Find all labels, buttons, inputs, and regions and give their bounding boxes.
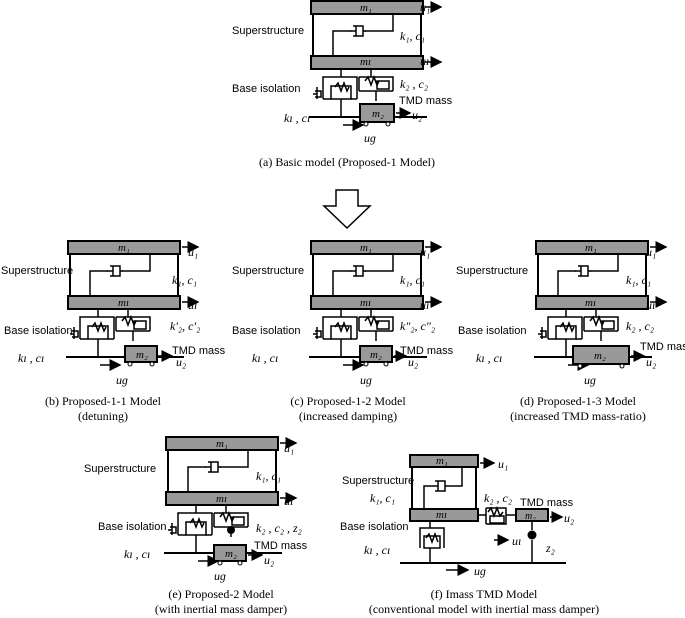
- caption-a: (a) Basic model (Proposed-1 Model): [259, 155, 435, 169]
- svg-text:(c) Proposed-1-2 Model: (c) Proposed-1-2 Model: [290, 394, 406, 408]
- panel-b: m₁ u₁ Superstructure k₁, c₁ mı uı Base i…: [1, 241, 226, 423]
- svg-text:m₂: m₂: [370, 349, 382, 361]
- svg-text:m₁: m₁: [118, 242, 130, 254]
- svg-text:m₁: m₁: [360, 242, 372, 254]
- superstructure-label: Superstructure: [232, 25, 304, 37]
- m2-label: m₂: [372, 108, 384, 120]
- tmd-mass-block: [359, 103, 395, 123]
- svg-text:(detuning): (detuning): [78, 409, 128, 423]
- svg-text:(with inertial mass damper): (with inertial mass damper): [155, 602, 287, 616]
- svg-text:uɡ: uɡ: [214, 569, 226, 583]
- svg-text:uı: uı: [284, 494, 293, 508]
- svg-text:(conventional model with inert: (conventional model with inertial mass d…: [369, 602, 599, 616]
- svg-text:kı , cı: kı , cı: [18, 351, 44, 365]
- svg-text:u₁: u₁: [188, 245, 198, 259]
- svg-text:Base isolation: Base isolation: [458, 325, 527, 337]
- svg-text:mı: mı: [585, 297, 596, 309]
- mI-label: mı: [360, 56, 371, 68]
- svg-text:TMD mass: TMD mass: [520, 497, 574, 509]
- svg-text:mı: mı: [436, 509, 447, 521]
- svg-text:u₁: u₁: [498, 457, 508, 471]
- svg-text:(increased damping): (increased damping): [299, 409, 397, 423]
- svg-text:Superstructure: Superstructure: [342, 475, 414, 487]
- svg-text:u₂: u₂: [408, 355, 418, 369]
- svg-text:u₂: u₂: [646, 355, 656, 369]
- svg-text:(e) Proposed-2 Model: (e) Proposed-2 Model: [168, 587, 274, 601]
- svg-text:uı: uı: [420, 298, 429, 312]
- k1c1-label: k₁, c₁: [400, 29, 425, 43]
- svg-text:Superstructure: Superstructure: [1, 265, 73, 277]
- svg-text:m₂: m₂: [136, 349, 148, 361]
- panel-c: m₁ u₁ Superstructure k₁, c₁ mı uı Base i…: [232, 241, 454, 423]
- u1-label: u₁: [420, 0, 430, 14]
- svg-text:m₁: m₁: [216, 438, 228, 450]
- svg-text:mı: mı: [360, 297, 371, 309]
- svg-text:kı , cı: kı , cı: [476, 351, 502, 365]
- svg-text:kı , cı: kı , cı: [364, 543, 390, 557]
- svg-text:k₁, c₁: k₁, c₁: [370, 491, 395, 505]
- svg-text:TMD mass: TMD mass: [254, 540, 308, 552]
- svg-text:uɡ: uɡ: [474, 564, 486, 578]
- panel-a: m₁ u₁ Superstructure k₁, c₁ mı uı Base i…: [232, 0, 453, 169]
- svg-text:Base isolation: Base isolation: [340, 521, 409, 533]
- svg-text:m₁: m₁: [585, 242, 597, 254]
- svg-text:Superstructure: Superstructure: [232, 265, 304, 277]
- svg-text:Superstructure: Superstructure: [84, 463, 156, 475]
- svg-text:k₁, c₁: k₁, c₁: [172, 273, 197, 287]
- svg-text:uı: uı: [512, 534, 521, 548]
- svg-text:(increased TMD mass-ratio): (increased TMD mass-ratio): [510, 409, 646, 423]
- panel-d: m₁ u₁ Superstructure k₁, c₁ mı uı Base i…: [456, 241, 685, 423]
- svg-text:TMD mass: TMD mass: [172, 345, 226, 357]
- svg-text:u₂: u₂: [176, 355, 186, 369]
- svg-text:TMD mass: TMD mass: [400, 345, 454, 357]
- kIcI-label: kı , cı: [284, 111, 310, 125]
- svg-text:(b) Proposed-1-1 Model: (b) Proposed-1-1 Model: [45, 394, 162, 408]
- svg-text:k′₂, c′₂: k′₂, c′₂: [170, 319, 200, 333]
- svg-text:(d) Proposed-1-3 Model: (d) Proposed-1-3 Model: [520, 394, 637, 408]
- m1-label: m₁: [360, 2, 372, 14]
- tmd-mass-label: TMD mass: [399, 95, 453, 107]
- svg-text:uı: uı: [188, 298, 197, 312]
- svg-text:u₂: u₂: [564, 511, 574, 525]
- ug-label: uɡ: [364, 131, 376, 145]
- svg-text:k₁, c₁: k₁, c₁: [256, 469, 281, 483]
- svg-text:u₂: u₂: [264, 553, 274, 567]
- uI-label: uı: [420, 54, 429, 68]
- svg-text:m₂: m₂: [594, 350, 606, 362]
- svg-text:TMD mass: TMD mass: [640, 341, 685, 353]
- svg-text:k₂ , c₂ , z₂: k₂ , c₂ , z₂: [256, 521, 302, 535]
- svg-text:k₂ , c₂: k₂ , c₂: [484, 491, 512, 505]
- svg-text:u₁: u₁: [646, 245, 656, 259]
- svg-text:kı , cı: kı , cı: [124, 547, 150, 561]
- svg-text:m₂: m₂: [225, 548, 237, 560]
- down-arrow-icon: [322, 189, 372, 230]
- svg-text:Superstructure: Superstructure: [456, 265, 528, 277]
- svg-text:mı: mı: [216, 493, 227, 505]
- svg-text:uɡ: uɡ: [116, 373, 128, 387]
- svg-text:k₁, c₁: k₁, c₁: [400, 273, 425, 287]
- svg-text:u₁: u₁: [420, 245, 430, 259]
- svg-text:mı: mı: [118, 297, 129, 309]
- base-isolation-label: Base isolation: [232, 83, 301, 95]
- svg-text:uı: uı: [646, 298, 655, 312]
- svg-text:m₁: m₁: [436, 455, 448, 467]
- svg-text:z₂: z₂: [545, 541, 555, 555]
- svg-text:m₂: m₂: [525, 511, 536, 522]
- svg-text:Base isolation: Base isolation: [98, 521, 167, 533]
- svg-text:uɡ: uɡ: [584, 373, 596, 387]
- svg-text:k₁, c₁: k₁, c₁: [626, 273, 651, 287]
- panel-e: m₁ u₁ Superstructure k₁, c₁ mı uı Base i…: [84, 437, 308, 616]
- svg-text:Base isolation: Base isolation: [4, 325, 73, 337]
- panel-f: m₁ u₁ Superstructure k₁, c₁ mı k₂ , c₂ T…: [340, 454, 599, 616]
- svg-text:u₁: u₁: [284, 441, 294, 455]
- u2-label: u₂: [412, 108, 422, 122]
- svg-text:uɡ: uɡ: [360, 373, 372, 387]
- svg-text:(f) Imass TMD Model: (f) Imass TMD Model: [431, 587, 538, 601]
- svg-text:Base isolation: Base isolation: [232, 325, 301, 337]
- svg-text:k₂ , c₂: k₂ , c₂: [626, 319, 654, 333]
- svg-text:kı , cı: kı , cı: [252, 351, 278, 365]
- svg-text:k″₂, c″₂: k″₂, c″₂: [400, 319, 435, 333]
- k2c2-label: k₂ , c₂: [400, 77, 428, 91]
